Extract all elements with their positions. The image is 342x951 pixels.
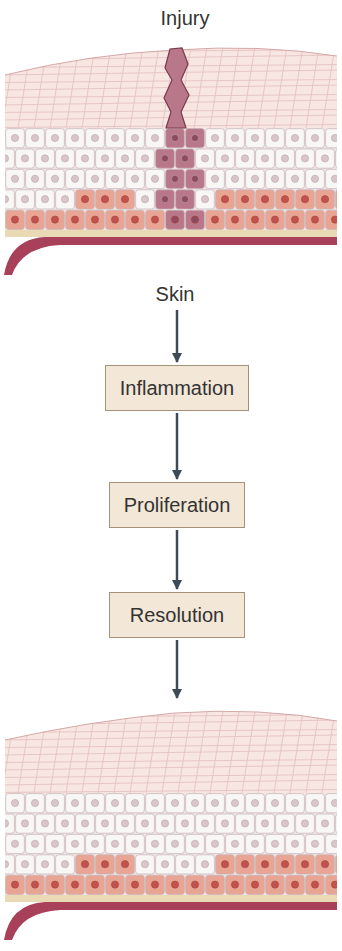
- flow-arrow: [176, 310, 179, 362]
- stage-box: Proliferation: [109, 482, 246, 528]
- stage-box: Resolution: [109, 592, 245, 638]
- heading-label: Injury: [161, 6, 210, 30]
- stage-name: Proliferation: [124, 492, 231, 518]
- injured-skin: [0, 40, 342, 275]
- blood-vessel: [4, 902, 337, 940]
- epidermis-cells: [5, 128, 337, 230]
- tissue-label: Skin: [156, 282, 195, 306]
- stage-name: Inflammation: [120, 375, 235, 401]
- wound-crack: [164, 48, 189, 128]
- stage-box: Inflammation: [105, 365, 250, 411]
- healed-skin: [0, 705, 342, 940]
- epidermis-cells: [5, 793, 337, 895]
- blood-vessel: [4, 237, 337, 275]
- flow-arrow: [176, 640, 179, 698]
- basement-membrane: [5, 230, 337, 237]
- flow-arrow: [176, 530, 179, 589]
- surface-cells: [0, 705, 342, 793]
- surface-cells: [0, 40, 342, 128]
- stage-name: Resolution: [124, 602, 230, 628]
- flow-arrow: [176, 413, 179, 479]
- basement-membrane: [5, 895, 337, 902]
